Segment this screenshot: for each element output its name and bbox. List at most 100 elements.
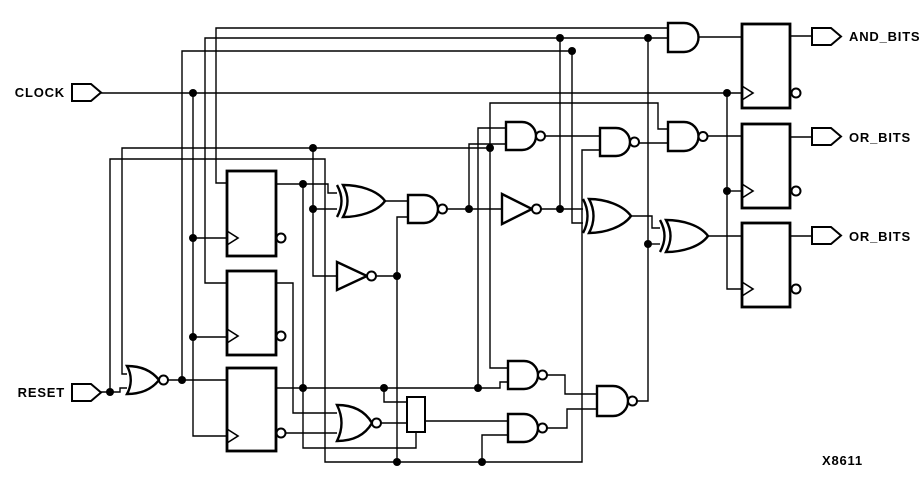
wire xyxy=(726,93,742,290)
clock-chevron-icon xyxy=(226,428,240,444)
junction-dot xyxy=(478,458,486,466)
junction-dot xyxy=(106,388,114,396)
inversion-bubble xyxy=(371,417,382,429)
wire xyxy=(204,37,668,284)
wire xyxy=(276,381,508,389)
inversion-bubble xyxy=(275,232,287,244)
inverter-mid xyxy=(500,192,542,226)
inverter-left xyxy=(335,260,377,292)
junction-dot xyxy=(178,376,186,384)
wire xyxy=(489,102,668,148)
clock-chevron-icon xyxy=(226,230,240,246)
wire-layer xyxy=(101,27,812,463)
wire xyxy=(547,374,597,395)
nand-gate-mid xyxy=(598,126,640,158)
and-gate-top xyxy=(666,21,700,54)
or-bits-label-bottom: OR_BITS xyxy=(849,229,911,244)
junction-dot xyxy=(644,34,652,42)
nand-gate-a xyxy=(504,120,546,152)
nand-gate-bottom-low xyxy=(506,412,548,444)
junction-dot xyxy=(393,272,401,280)
flipflop-3 xyxy=(740,221,802,309)
inversion-bubble xyxy=(537,422,548,434)
junction-dot xyxy=(644,240,652,248)
wire xyxy=(477,127,506,388)
inversion-bubble xyxy=(535,130,546,142)
nand-gate-left xyxy=(406,193,448,225)
wire xyxy=(276,282,337,414)
flipflop-b xyxy=(225,269,287,357)
nand-gate-final xyxy=(595,384,638,418)
junction-dot xyxy=(189,333,197,341)
reset-label: RESET xyxy=(18,385,65,400)
wire xyxy=(192,93,227,437)
wire xyxy=(109,149,600,463)
junction-dot xyxy=(486,144,494,152)
junction-dot xyxy=(568,47,576,55)
wire xyxy=(481,434,508,462)
junction-dot xyxy=(723,89,731,97)
clock-input-port xyxy=(71,83,103,102)
inversion-bubble xyxy=(697,131,709,142)
xor-gate-right xyxy=(658,218,710,254)
reset-input-port xyxy=(71,383,103,402)
wire xyxy=(571,51,583,224)
junction-dot xyxy=(723,187,731,195)
clock-chevron-icon xyxy=(741,281,755,297)
wire xyxy=(468,143,506,209)
buffer-box xyxy=(406,396,426,433)
flipflop-a xyxy=(225,169,287,258)
or-bits-label-top: OR_BITS xyxy=(849,130,911,145)
wire xyxy=(302,184,417,449)
junction-dot xyxy=(393,458,401,466)
wire xyxy=(396,216,408,462)
flipflop-1 xyxy=(740,22,802,110)
junction-dot xyxy=(189,89,197,97)
inversion-bubble xyxy=(790,185,802,197)
clock-chevron-icon xyxy=(226,328,240,344)
clock-label: CLOCK xyxy=(15,85,65,100)
nor-gate-reset xyxy=(124,364,169,396)
junction-dots xyxy=(106,34,731,466)
junction-dot xyxy=(380,384,388,392)
inversion-bubble xyxy=(537,369,548,381)
wire xyxy=(383,388,407,403)
nor-gate-bottom xyxy=(335,403,382,443)
clock-chevron-icon xyxy=(741,183,755,199)
junction-dot xyxy=(299,384,307,392)
xor-gate-left xyxy=(335,183,387,219)
junction-dot xyxy=(189,234,197,242)
clock-chevron-icon xyxy=(741,85,755,101)
inversion-bubble xyxy=(366,270,377,282)
inversion-bubble xyxy=(629,136,640,148)
flipflop-2 xyxy=(740,122,802,210)
junction-dot xyxy=(309,205,317,213)
inversion-bubble xyxy=(275,427,287,439)
junction-dot xyxy=(309,144,317,152)
and-bits-output-port xyxy=(811,27,843,46)
junction-dot xyxy=(556,34,564,42)
or-bits-output-port-1 xyxy=(811,127,843,146)
inversion-bubble xyxy=(275,330,287,342)
junction-dot xyxy=(556,205,564,213)
junction-dot xyxy=(465,205,473,213)
inversion-bubble xyxy=(437,203,448,215)
wire xyxy=(215,27,668,184)
figure-id-label: X8611 xyxy=(822,453,863,468)
junction-dot xyxy=(299,180,307,188)
wire-reset xyxy=(101,387,127,393)
wire xyxy=(637,38,649,402)
and-bits-label: AND_BITS xyxy=(849,29,920,44)
inversion-bubble xyxy=(531,203,542,215)
wire xyxy=(181,50,572,380)
inversion-bubble xyxy=(158,374,169,386)
or-bits-output-port-2 xyxy=(811,226,843,245)
inversion-bubble xyxy=(790,283,802,295)
junction-dot xyxy=(474,384,482,392)
inversion-bubble xyxy=(627,395,638,407)
wire xyxy=(312,148,337,277)
flipflop-c xyxy=(225,366,287,453)
nand-gate-bottom-top xyxy=(506,359,548,391)
